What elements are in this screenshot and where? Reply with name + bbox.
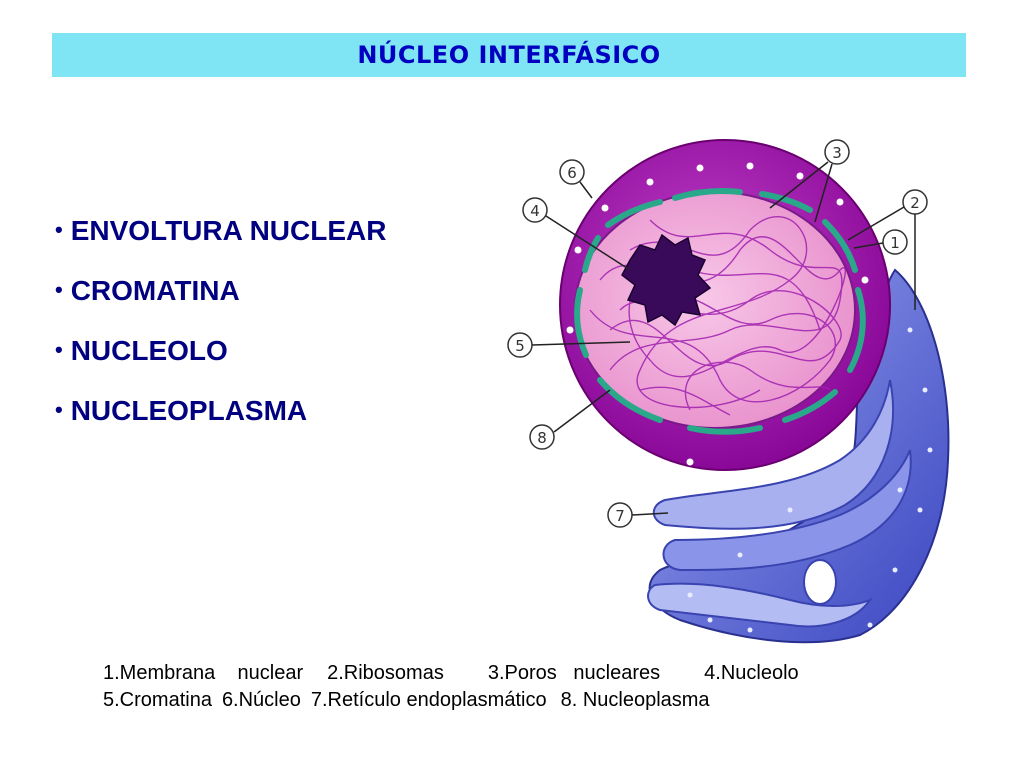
callout-1: 1	[853, 229, 908, 255]
legend-row-2: 5.Cromatina 6.Núcleo 7.Retículo endoplasmá…	[103, 687, 799, 714]
svg-text:3: 3	[832, 144, 842, 162]
svg-text:5: 5	[515, 337, 525, 355]
svg-text:2: 2	[910, 194, 920, 212]
callout-8: 8	[529, 389, 611, 450]
legend-item: 2.Ribosomas	[327, 662, 444, 684]
bullet-dot-icon: •	[55, 397, 63, 422]
svg-text:6: 6	[567, 164, 577, 182]
ribosome-band	[574, 188, 866, 435]
svg-text:8: 8	[537, 429, 547, 447]
legend-item: 5.Cromatina	[103, 689, 212, 711]
bullet-item: • CROMATINA	[55, 270, 386, 330]
legend: 1.Membrana nuclear 2.Ribosomas 3.Poros nuc…	[103, 660, 799, 714]
bullet-dot-icon: •	[55, 277, 63, 302]
nucleolus	[621, 233, 712, 327]
callout-6: 6	[559, 159, 593, 199]
svg-text:1: 1	[890, 234, 900, 252]
callout-4: 4	[522, 197, 631, 271]
legend-item: 7.Retículo endoplasmático	[310, 689, 547, 711]
callout-3: 3	[769, 139, 850, 223]
bullet-text: CROMATINA	[70, 275, 240, 306]
bullet-text: NUCLEOPLASMA	[70, 395, 308, 426]
bullet-list: •ENVOLTURA NUCLEAR •CROMATINA •NUCLEOLO …	[55, 210, 386, 450]
legend-row-1: 1.Membrana nuclear 2.Ribosomas 3.Poros nuc…	[103, 660, 799, 687]
legend-item: 8. Nucleoplasma	[560, 689, 710, 711]
legend-item: 1.Membrana nuclear	[103, 662, 304, 684]
nucleus-diagram: 6 3 2 1 4 5 8 7	[507, 139, 950, 644]
nuclear-pores	[566, 162, 869, 466]
bullet-item: • ENVOLTURA NUCLEAR	[55, 210, 386, 270]
slide-title: NÚCLEO INTERFÁSICO	[357, 41, 661, 69]
legend-item: 3.Poros nucleares	[487, 662, 661, 684]
bullet-text: ENVOLTURA NUCLEAR	[70, 215, 387, 246]
bullet-item: • NUCLEOPLASMA	[55, 390, 386, 450]
svg-text:4: 4	[530, 202, 540, 220]
svg-text:7: 7	[615, 507, 625, 525]
title-bar: NÚCLEO INTERFÁSICO	[52, 33, 966, 77]
legend-item: 6.Núcleo	[221, 689, 301, 711]
callout-2: 2	[847, 189, 928, 310]
bullet-item: • NUCLEOLO	[55, 330, 386, 390]
bullet-text: NUCLEOLO	[70, 335, 228, 366]
er-ribosomes	[687, 327, 933, 633]
legend-item: 4.Nucleolo	[704, 662, 799, 684]
callout-7: 7	[607, 502, 669, 528]
callout-5: 5	[507, 332, 631, 358]
bullet-dot-icon: •	[55, 337, 63, 362]
bullet-dot-icon: •	[55, 217, 63, 242]
